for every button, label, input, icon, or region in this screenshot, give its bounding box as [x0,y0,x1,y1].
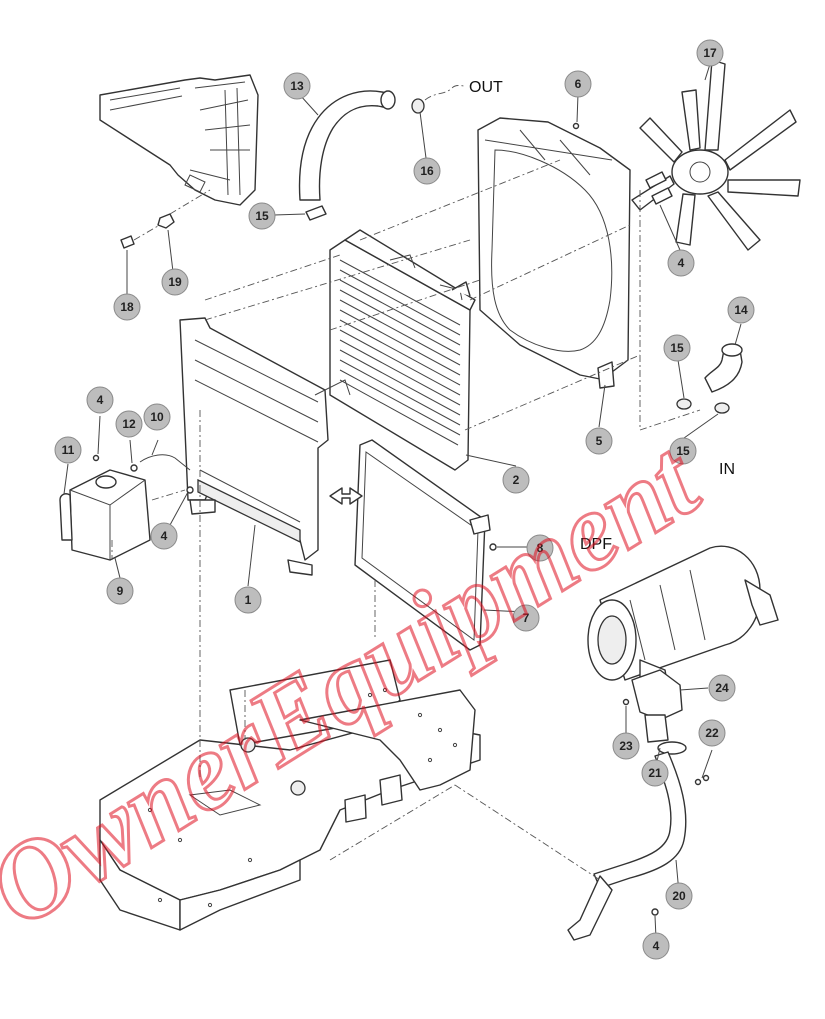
svg-text:4: 4 [97,393,104,407]
callout-12: 12 [115,410,143,438]
reservoir-tank-9-part [59,454,194,561]
lower-hose-14-part [639,190,743,431]
svg-text:24: 24 [715,681,729,695]
callout-4-fan: 4 [667,249,695,277]
svg-text:4: 4 [161,529,168,543]
callout-15-top: 15 [248,202,276,230]
fan-17-part [631,59,801,251]
callout-10: 10 [143,403,171,431]
callout-14: 14 [727,296,755,324]
callout-4-left: 4 [86,386,114,414]
chassis-base-part [99,659,481,931]
svg-text:13: 13 [290,79,304,93]
upper-hose-13-part [298,85,467,221]
shroud-5-part [477,117,631,389]
svg-text:22: 22 [705,726,719,740]
svg-text:5: 5 [596,434,603,448]
svg-text:20: 20 [672,889,686,903]
svg-text:6: 6 [575,77,582,91]
out-label: OUT [469,79,503,96]
bolt-18-part [120,235,135,249]
svg-text:17: 17 [703,46,717,60]
callout-24: 24 [708,674,736,702]
svg-text:18: 18 [120,300,134,314]
callout-4-tank: 4 [150,522,178,550]
bolt-8-part [489,543,497,551]
callout-8: 8 [526,534,554,562]
callout-21: 21 [641,759,669,787]
svg-text:4: 4 [653,939,660,953]
svg-text:10: 10 [150,410,164,424]
callout-20: 20 [665,882,693,910]
svg-text:23: 23 [619,739,633,753]
callout-2: 2 [502,466,530,494]
svg-text:8: 8 [537,541,544,555]
svg-text:7: 7 [523,611,530,625]
svg-text:9: 9 [117,584,124,598]
nut-19-part [133,189,211,241]
callout-23: 23 [612,732,640,760]
svg-text:15: 15 [255,209,269,223]
svg-text:14: 14 [734,303,748,317]
callout-17: 17 [696,39,724,67]
in-label: IN [719,461,735,478]
exhaust-pipe-part [567,669,710,941]
engine-frame-part [99,74,259,206]
callout-22: 22 [698,719,726,747]
radiator-2-part [329,229,476,471]
callout-13: 13 [283,72,311,100]
direction-arrow [329,487,363,505]
svg-text:4: 4 [678,256,685,270]
callout-6: 6 [564,70,592,98]
svg-text:12: 12 [122,417,136,431]
callout-15-low: 15 [669,437,697,465]
seal-7-part [354,439,491,651]
callout-16: 16 [413,157,441,185]
bolt-6-part [572,122,580,130]
svg-text:19: 19 [168,275,182,289]
dpf-label: DPF [580,536,612,553]
svg-text:1: 1 [245,593,252,607]
assembly-lines [111,159,641,881]
svg-text:15: 15 [676,444,690,458]
callout-4-pipe: 4 [642,932,670,960]
callout-7: 7 [512,604,540,632]
svg-text:15: 15 [670,341,684,355]
callout-1: 1 [234,586,262,614]
callout-9: 9 [106,577,134,605]
callout-11: 11 [54,436,82,464]
radiator-frame-1-part [179,317,351,576]
svg-text:21: 21 [648,766,662,780]
callout-15-mid: 15 [663,334,691,362]
svg-text:16: 16 [420,164,434,178]
svg-text:11: 11 [62,443,75,457]
svg-text:2: 2 [513,473,520,487]
callout-5: 5 [585,427,613,455]
callout-18: 18 [113,293,141,321]
callout-19: 19 [161,268,189,296]
